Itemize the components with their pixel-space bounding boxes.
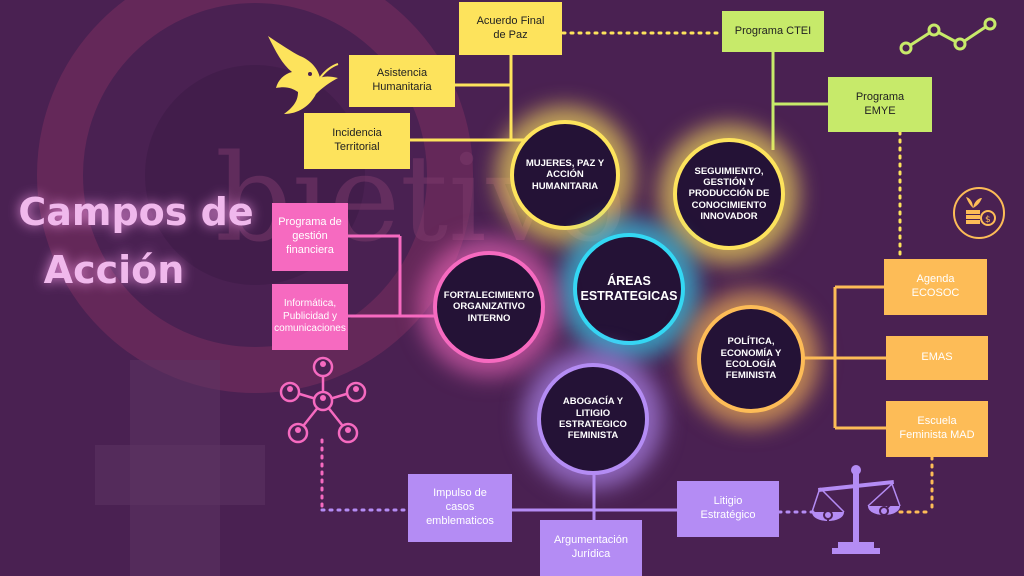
box-programa-ctei: Programa CTEI	[722, 11, 824, 52]
area-circle-fortalecimiento: FORTALECIMIENTO ORGANIZATIVO INTERNO	[433, 251, 545, 363]
people-network-icon	[279, 356, 367, 444]
dove-icon	[268, 36, 339, 114]
box-programa-emye: Programa EMYE	[828, 77, 932, 132]
trend-line-icon	[899, 17, 997, 55]
page-title-line-1: Campos de	[18, 190, 254, 234]
page-title-line-2: Acción	[43, 248, 185, 292]
box-agenda-ecosoc: Agenda ECOSOC	[884, 259, 987, 315]
area-circle-abogacia-litigio: ABOGACÍA Y LITIGIO ESTRATEGICO FEMINISTA	[537, 363, 649, 475]
box-argumentacion-juridica: Argumentación Jurídica	[540, 520, 642, 576]
box-escuela-feminista-mad: Escuela Feminista MAD	[886, 401, 988, 457]
box-informatica-publicidad: Informática, Publicidad y comunicaciones	[272, 284, 348, 350]
area-circle-politica-economia: POLÍTICA, ECONOMÍA Y ECOLOGÍA FEMINISTA	[697, 305, 805, 413]
box-litigio-estrategico: Litigio Estratégico	[677, 481, 779, 537]
box-programa-gestion-financiera: Programa de gestión financiera	[272, 203, 348, 271]
box-emas: EMAS	[886, 336, 988, 380]
area-circle-mujeres-paz: MUJERES, PAZ Y ACCIÓN HUMANITARIA	[510, 120, 620, 230]
gender-scales-icon	[811, 465, 901, 554]
box-acuerdo-final-de-paz: Acuerdo Final de Paz	[459, 2, 562, 55]
box-incidencia-territorial: Incidencia Territorial	[304, 113, 410, 169]
svg-text:$: $	[985, 215, 991, 225]
money-plant-icon: $	[953, 187, 1005, 239]
box-asistencia-humanitaria: Asistencia Humanitaria	[349, 55, 455, 107]
center-circle-areas-estrategicas: ÁREAS ESTRATEGICAS	[573, 233, 685, 345]
box-impulso-casos-emblematicos: Impulso de casos emblematicos	[408, 474, 512, 542]
area-circle-seguimiento-gestion: SEGUIMIENTO, GESTIÓN Y PRODUCCIÓN DE CON…	[673, 138, 785, 250]
